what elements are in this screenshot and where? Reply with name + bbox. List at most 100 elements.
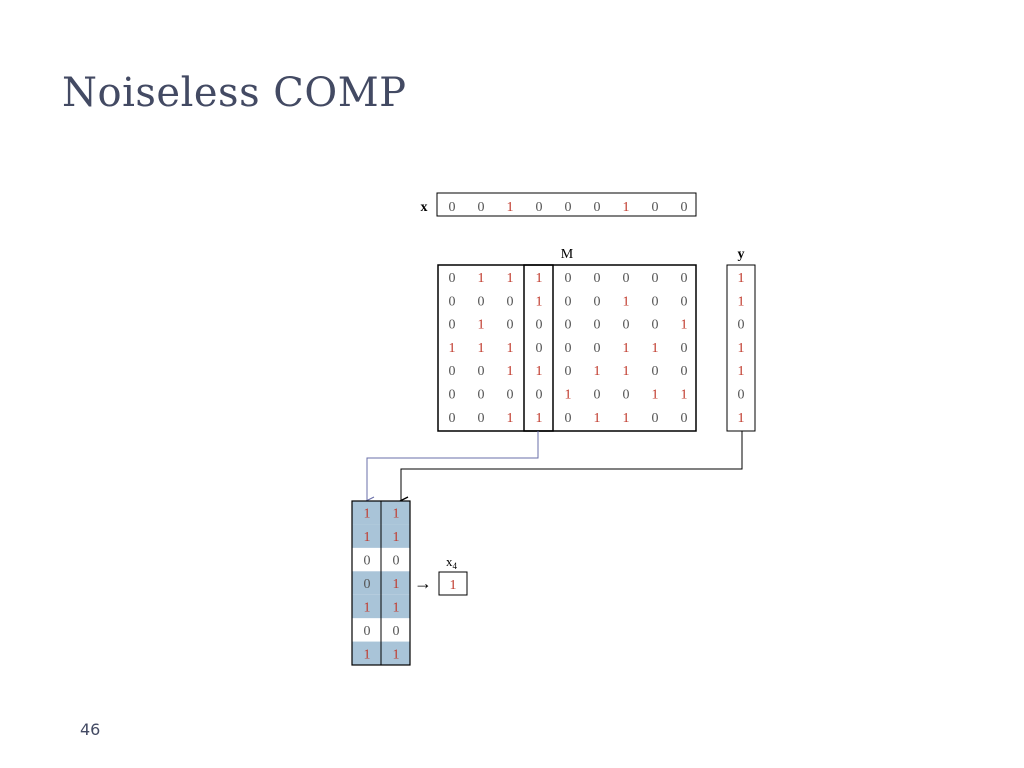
matrix-cell: 1 xyxy=(623,411,630,426)
matrix-cell: 0 xyxy=(652,411,659,426)
comparison-column-cell: 0 xyxy=(364,554,371,569)
x-cell: 1 xyxy=(507,200,514,215)
matrix-cell: 0 xyxy=(623,318,630,333)
result-value: 1 xyxy=(450,578,457,593)
x-vector-border xyxy=(436,192,697,217)
matrix-cell: 0 xyxy=(565,318,572,333)
matrix-cell: 1 xyxy=(507,271,514,286)
comparison-y-cell: 1 xyxy=(393,507,400,522)
column-extract-arrow xyxy=(367,431,539,501)
x-cell: 0 xyxy=(565,200,572,215)
y-cell: 1 xyxy=(738,341,745,356)
slide-title: Noiseless COMP xyxy=(62,70,407,116)
x-cell: 0 xyxy=(449,200,456,215)
matrix-cell: 1 xyxy=(536,364,543,379)
comparison-column-cell: 0 xyxy=(364,624,371,639)
matrix-cell: 1 xyxy=(478,341,485,356)
comparison-column-cell: 1 xyxy=(364,600,371,615)
matrix-cell: 1 xyxy=(623,364,630,379)
matrix-cell: 0 xyxy=(652,364,659,379)
comparison-y-cell: 1 xyxy=(393,647,400,662)
matrix-cell: 1 xyxy=(507,341,514,356)
matrix-cell: 1 xyxy=(536,271,543,286)
matrix-cell: 1 xyxy=(507,364,514,379)
x-cell: 0 xyxy=(594,200,601,215)
matrix-cell: 0 xyxy=(681,411,688,426)
matrix-cell: 0 xyxy=(565,341,572,356)
x-cell: 0 xyxy=(536,200,543,215)
matrix-cell: 1 xyxy=(681,388,688,403)
matrix-cell: 0 xyxy=(536,318,543,333)
matrix-cell: 1 xyxy=(594,411,601,426)
matrix-m-label: M xyxy=(561,247,574,262)
page-number: 46 xyxy=(80,720,101,739)
x-cell: 0 xyxy=(652,200,659,215)
comparison-column-cell: 1 xyxy=(364,507,371,522)
matrix-cell: 1 xyxy=(478,318,485,333)
matrix-cell: 0 xyxy=(507,294,514,309)
matrix-cell: 0 xyxy=(565,271,572,286)
comparison-y-cell: 1 xyxy=(393,530,400,545)
matrix-m-border xyxy=(437,264,697,432)
y-cell: 0 xyxy=(738,318,745,333)
matrix-cell: 1 xyxy=(623,341,630,356)
matrix-cell: 1 xyxy=(507,411,514,426)
matrix-cell: 1 xyxy=(594,364,601,379)
comparison-column-cell: 0 xyxy=(364,577,371,592)
x-cell: 1 xyxy=(623,200,630,215)
matrix-cell: 0 xyxy=(681,364,688,379)
y-cell: 1 xyxy=(738,294,745,309)
matrix-cell: 1 xyxy=(681,318,688,333)
matrix-cell: 1 xyxy=(449,341,456,356)
comparison-y-cell: 0 xyxy=(393,554,400,569)
matrix-cell: 0 xyxy=(681,271,688,286)
y-cell: 1 xyxy=(738,271,745,286)
matrix-cell: 0 xyxy=(565,411,572,426)
matrix-cell: 0 xyxy=(507,388,514,403)
matrix-cell: 0 xyxy=(536,388,543,403)
matrix-cell: 0 xyxy=(449,364,456,379)
matrix-cell: 0 xyxy=(594,341,601,356)
matrix-cell: 0 xyxy=(449,271,456,286)
matrix-cell: 0 xyxy=(536,341,543,356)
matrix-cell: 0 xyxy=(565,364,572,379)
matrix-cell: 0 xyxy=(681,341,688,356)
matrix-cell: 0 xyxy=(449,294,456,309)
comparison-y-cell: 1 xyxy=(393,600,400,615)
result-label-main: x xyxy=(446,554,453,569)
matrix-cell: 0 xyxy=(623,271,630,286)
x-cell: 0 xyxy=(478,200,485,215)
result-label-subscript: 4 xyxy=(453,561,458,571)
y-extract-arrow xyxy=(401,431,743,501)
matrix-cell: 0 xyxy=(478,364,485,379)
matrix-cell: 0 xyxy=(507,318,514,333)
matrix-cell: 0 xyxy=(652,318,659,333)
matrix-cell: 0 xyxy=(449,388,456,403)
matrix-cell: 1 xyxy=(652,341,659,356)
matrix-cell: 0 xyxy=(652,294,659,309)
matrix-cell: 0 xyxy=(594,318,601,333)
matrix-cell: 0 xyxy=(565,294,572,309)
comparison-column-cell: 1 xyxy=(364,530,371,545)
comparison-column-cell: 1 xyxy=(364,647,371,662)
matrix-m-cells: 0 1 1 1 0 0 0 0 0 0 0 0 1 0 0 1 0 0 0 1 0 0 0 0 0 0 1 1 1 1 0 0 0 1 1 0 0 0 1 1… xyxy=(449,271,688,426)
x-vector-label: x xyxy=(421,200,428,215)
matrix-cell: 1 xyxy=(536,294,543,309)
matrix-cell: 1 xyxy=(478,271,485,286)
y-vector-label: y xyxy=(738,247,745,262)
matrix-cell: 0 xyxy=(594,388,601,403)
matrix-cell: 0 xyxy=(449,411,456,426)
result-arrow: → xyxy=(414,573,432,593)
comparison-y-cell: 0 xyxy=(393,624,400,639)
result-box xyxy=(438,571,468,596)
y-cell: 1 xyxy=(738,411,745,426)
comparison-y-cell: 1 xyxy=(393,577,400,592)
matrix-cell: 0 xyxy=(478,388,485,403)
